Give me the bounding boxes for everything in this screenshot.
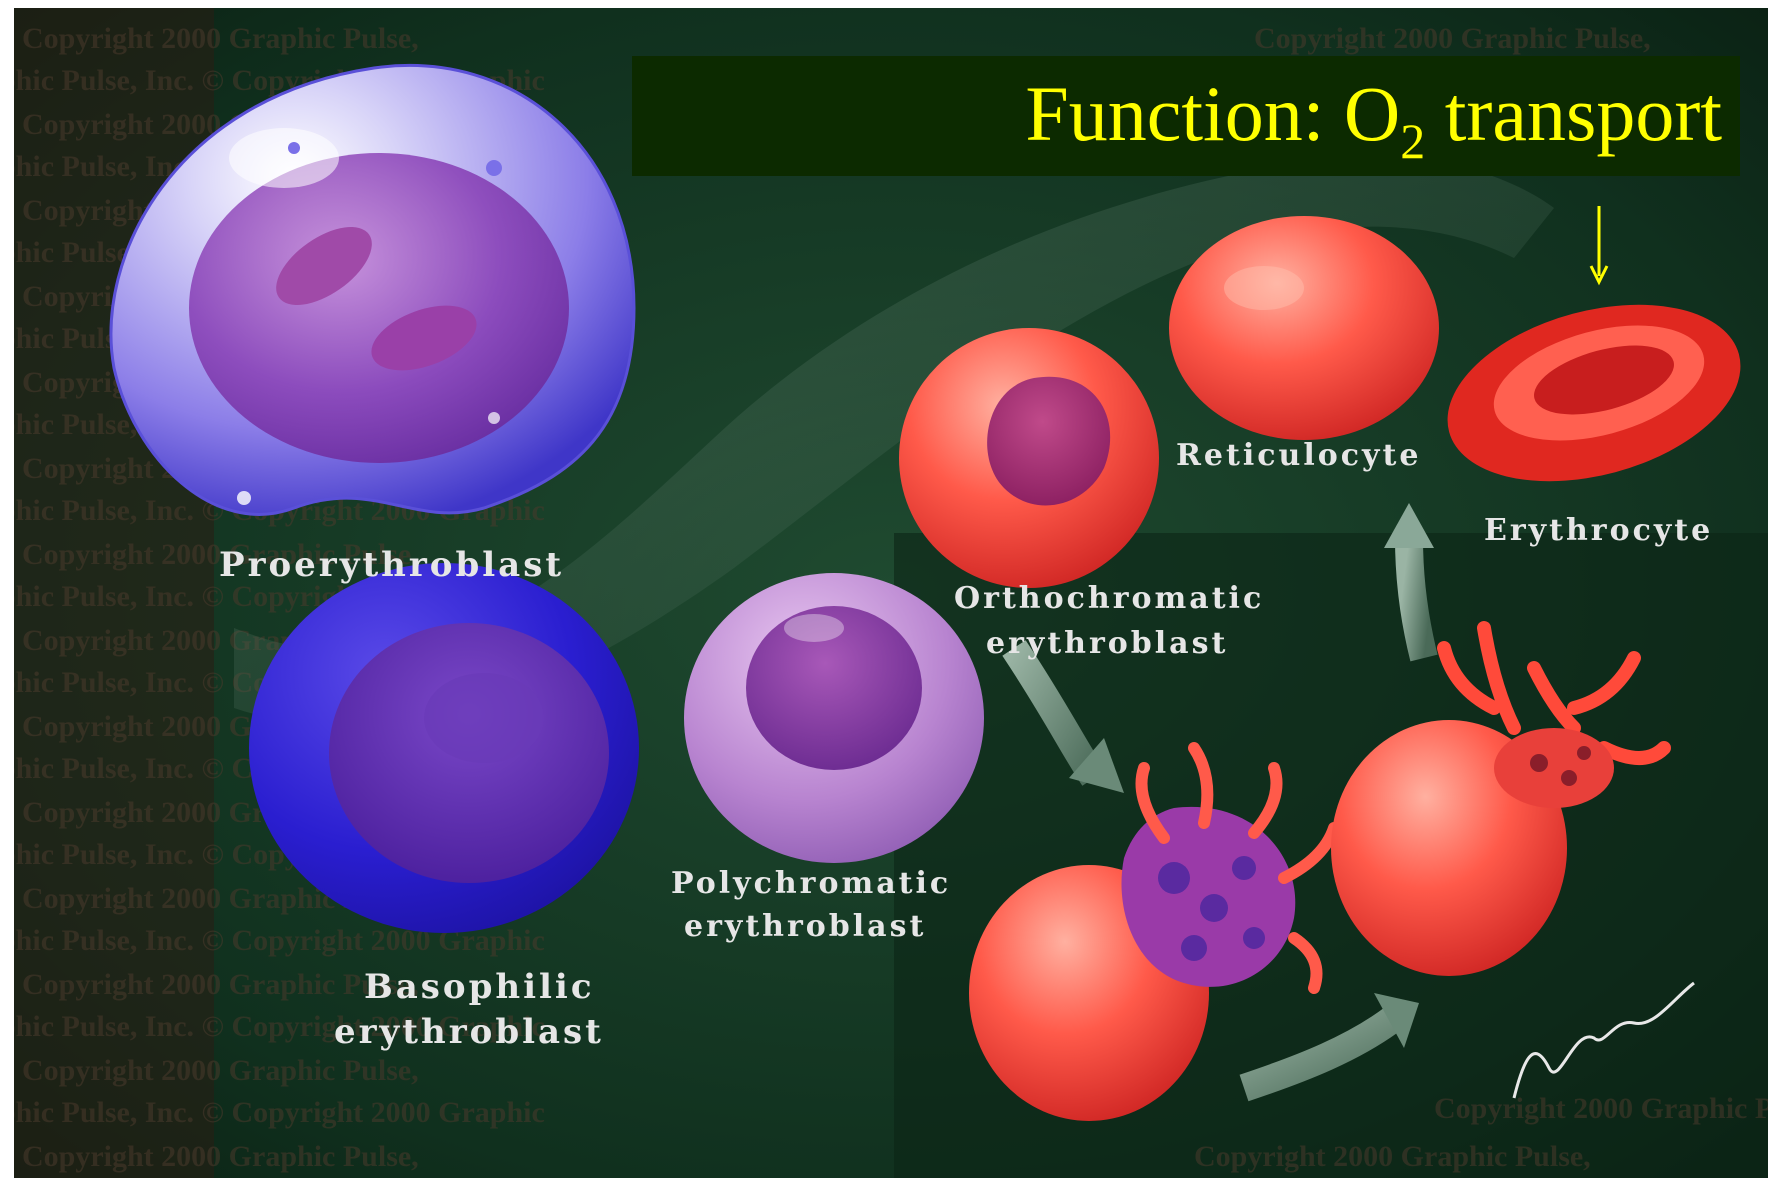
svg-text:Copyright 2000 Graphic Pulse,: Copyright 2000 Graphic Pulse, xyxy=(22,968,419,1001)
label-orthochromatic-line2: erythroblast xyxy=(986,626,1228,661)
pointer-arrow-icon xyxy=(1588,206,1610,286)
orthochromatic-erythroblast-cell xyxy=(899,328,1159,588)
erythropoiesis-diagram: Copyright 2000 Graphic Pulse, aphic Puls… xyxy=(14,8,1768,1178)
title-banner: Function: O2 transport xyxy=(632,56,1740,176)
polychromatic-erythroblast-cell xyxy=(684,573,984,863)
label-reticulocyte: Reticulocyte xyxy=(1176,438,1421,473)
svg-text:Copyright 2000 Graphic Pulse,: Copyright 2000 Graphic Pulse, xyxy=(1254,22,1651,55)
label-polychromatic-line2: erythroblast xyxy=(684,909,926,944)
basophilic-erythroblast-cell xyxy=(249,563,639,933)
label-basophilic-line1: Basophilic xyxy=(364,967,595,1007)
label-orthochromatic-line1: Orthochromatic xyxy=(954,581,1264,616)
svg-text:Copyright 2000 Graphic Pulse,: Copyright 2000 Graphic Pulse, xyxy=(22,22,419,55)
title-subscript: 2 xyxy=(1400,113,1425,169)
reticulocyte-cell xyxy=(1169,216,1439,440)
label-erythrocyte: Erythrocyte xyxy=(1484,513,1713,548)
svg-text:Copyright 2000 Graphic Pulse,: Copyright 2000 Graphic Pulse, xyxy=(1434,1092,1768,1125)
svg-text:Copyright 2000 Graphic Pulse,: Copyright 2000 Graphic Pulse, xyxy=(22,1140,419,1173)
svg-text:Copyright 2000 Graphic Pulse,: Copyright 2000 Graphic Pulse, xyxy=(22,1054,419,1087)
title-text: Function: O2 transport xyxy=(1025,66,1722,162)
illustration: Copyright 2000 Graphic Pulse, aphic Puls… xyxy=(14,8,1768,1178)
svg-text:Copyright 2000 Graphic Pulse,: Copyright 2000 Graphic Pulse, xyxy=(1194,1140,1591,1173)
title-prefix: Function: O xyxy=(1025,70,1400,157)
label-polychromatic-line1: Polychromatic xyxy=(671,866,951,901)
label-proerythroblast: Proerythroblast xyxy=(219,545,564,585)
title-suffix: transport xyxy=(1425,70,1722,157)
label-basophilic-line2: erythroblast xyxy=(334,1012,604,1052)
svg-text:aphic Pulse, Inc. © Copyrigh: aphic Pulse, Inc. © Copyright 2000 Graph… xyxy=(14,1096,545,1129)
